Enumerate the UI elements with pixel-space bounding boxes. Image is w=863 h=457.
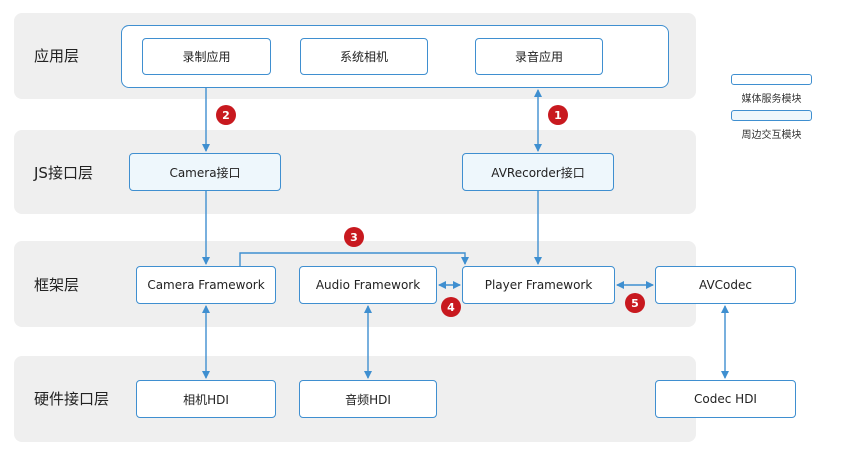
legend-peripheral-label: 周边交互模块 <box>741 130 802 141</box>
codec-hdi-box[interactable]: Codec HDI <box>655 380 796 418</box>
audio-framework-box[interactable]: Audio Framework <box>299 266 437 304</box>
framework-layer-label: 框架层 <box>34 276 80 294</box>
legend-media-swatch <box>731 74 812 85</box>
audio-record-app-box[interactable]: 录音应用 <box>475 38 603 75</box>
avcodec-box[interactable]: AVCodec <box>655 266 796 304</box>
record-app-box[interactable]: 录制应用 <box>142 38 271 75</box>
badge-3: 3 <box>344 227 364 247</box>
badge-2: 2 <box>216 105 236 125</box>
legend-peripheral-swatch <box>731 110 812 121</box>
arrow-camera-to-player <box>239 252 469 266</box>
app-layer-label: 应用层 <box>34 47 80 65</box>
badge-1: 1 <box>548 105 568 125</box>
camera-api-box[interactable]: Camera接口 <box>129 153 281 191</box>
system-camera-box[interactable]: 系统相机 <box>300 38 428 75</box>
legend-media-label: 媒体服务模块 <box>741 94 802 105</box>
audio-hdi-box[interactable]: 音频HDI <box>299 380 437 418</box>
camera-framework-box[interactable]: Camera Framework <box>136 266 276 304</box>
camera-hdi-box[interactable]: 相机HDI <box>136 380 276 418</box>
badge-4: 4 <box>441 297 461 317</box>
player-framework-box[interactable]: Player Framework <box>462 266 615 304</box>
avrecorder-api-box[interactable]: AVRecorder接口 <box>462 153 614 191</box>
hardware-layer-label: 硬件接口层 <box>34 390 110 408</box>
js-layer-label: JS接口层 <box>34 164 93 182</box>
badge-5: 5 <box>625 293 645 313</box>
